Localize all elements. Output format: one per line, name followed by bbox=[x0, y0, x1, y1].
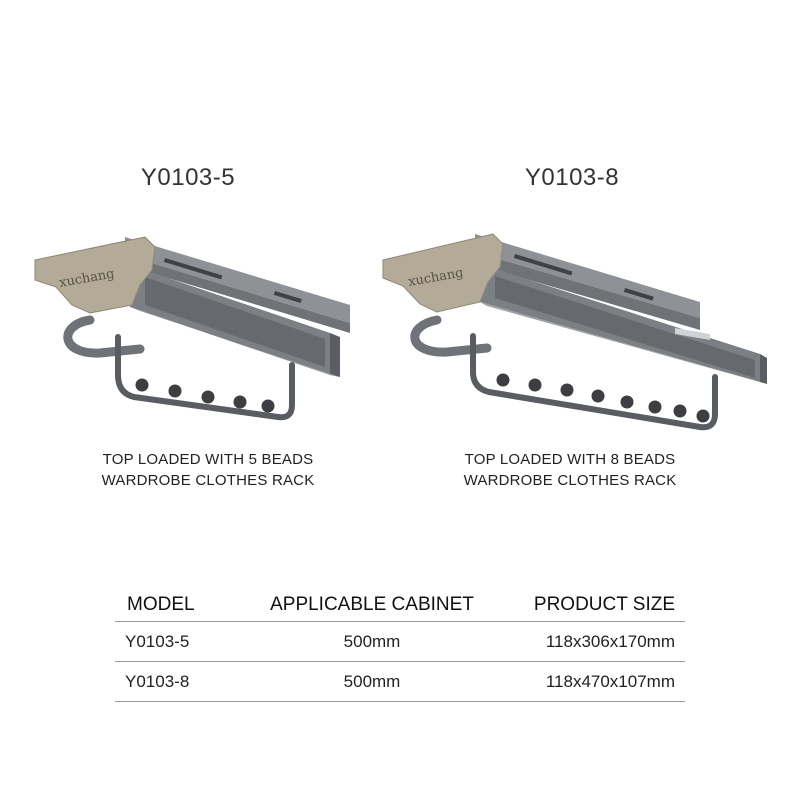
bead bbox=[648, 400, 662, 414]
bead bbox=[201, 390, 215, 404]
cell-size: 118x306x170mm bbox=[507, 621, 685, 662]
bead bbox=[135, 378, 149, 392]
header-model: MODEL bbox=[115, 589, 237, 622]
bead bbox=[233, 395, 247, 409]
description-line-1: TOP LOADED WITH 5 BEADS bbox=[102, 451, 314, 468]
header-applicable-cabinet: APPLICABLE CABINET bbox=[237, 589, 507, 622]
bead bbox=[673, 404, 687, 418]
cell-cabinet: 500mm bbox=[237, 661, 507, 702]
bead-group bbox=[496, 373, 710, 423]
bead bbox=[696, 409, 710, 423]
bead bbox=[620, 395, 634, 409]
bead bbox=[496, 373, 510, 387]
description-y0103-8: TOP LOADED WITH 8 BEADS WARDROBE CLOTHES… bbox=[410, 449, 730, 491]
header-product-size: PRODUCT SIZE bbox=[507, 589, 685, 622]
product-image-y0103-8: xuchang bbox=[382, 233, 767, 431]
hanger-bar bbox=[115, 334, 295, 421]
description-y0103-5: TOP LOADED WITH 5 BEADS WARDROBE CLOTHES… bbox=[48, 449, 368, 491]
model-title-y0103-5: Y0103-5 bbox=[140, 164, 236, 191]
bead bbox=[560, 383, 574, 397]
model-title-y0103-8: Y0103-8 bbox=[524, 164, 620, 191]
leather-front-plate bbox=[382, 233, 504, 313]
hanger-bar bbox=[470, 333, 718, 431]
cell-model: Y0103-8 bbox=[115, 661, 237, 702]
bead-group bbox=[135, 378, 275, 413]
table-row: Y0103-8 500mm 118x470x107mm bbox=[115, 661, 685, 702]
table-header-row: MODEL APPLICABLE CABINET PRODUCT SIZE bbox=[115, 589, 685, 622]
bead bbox=[591, 389, 605, 403]
description-line-2: WARDROBE CLOTHES RACK bbox=[463, 472, 677, 489]
cell-size: 118x470x107mm bbox=[507, 661, 685, 702]
leather-front-plate bbox=[34, 236, 156, 314]
description-line-1: TOP LOADED WITH 8 BEADS bbox=[464, 451, 676, 468]
cell-model: Y0103-5 bbox=[115, 621, 237, 662]
bead bbox=[168, 384, 182, 398]
product-image-y0103-5: xuchang bbox=[34, 236, 350, 421]
table-row: Y0103-5 500mm 118x306x170mm bbox=[115, 621, 685, 662]
bead bbox=[528, 378, 542, 392]
description-line-2: WARDROBE CLOTHES RACK bbox=[101, 472, 315, 489]
cell-cabinet: 500mm bbox=[237, 621, 507, 662]
spec-table: MODEL APPLICABLE CABINET PRODUCT SIZE Y0… bbox=[115, 589, 685, 702]
bead bbox=[261, 399, 275, 413]
